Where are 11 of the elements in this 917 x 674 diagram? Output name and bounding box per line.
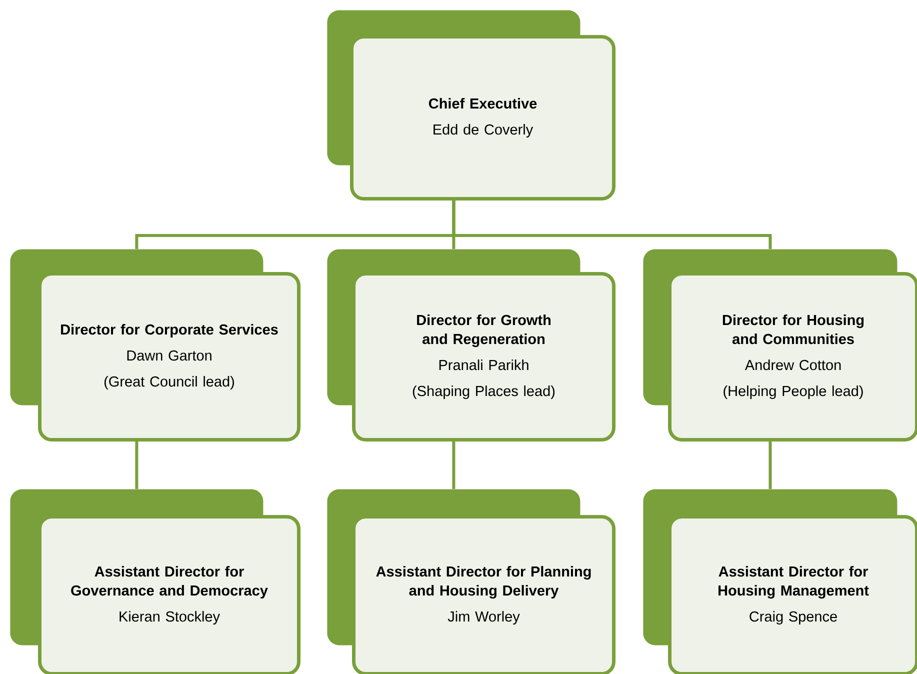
org-box: Director for Growth and Regeneration Pranali Parikh (Shaping Places lead) (352, 272, 616, 442)
connector-line (452, 442, 456, 489)
connector-line (452, 200, 772, 249)
org-box: Director for Corporate Services Dawn Garton (Great Council lead) (38, 272, 300, 442)
org-box: Director for Housing and Communities Andrew Cotton (Helping People lead) (668, 272, 917, 442)
org-box: Assistant Director for Housing Management Craig Spence (668, 515, 917, 674)
connector-line (135, 442, 138, 489)
org-box: Assistant Director for Governance and Democracy Kieran Stockley (38, 515, 300, 674)
org-box: Chief Executive Edd de Coverly (350, 35, 616, 200)
connector-line (768, 442, 772, 489)
org-box: Assistant Director for Planning and Housing Delivery Jim Worley (352, 515, 616, 674)
